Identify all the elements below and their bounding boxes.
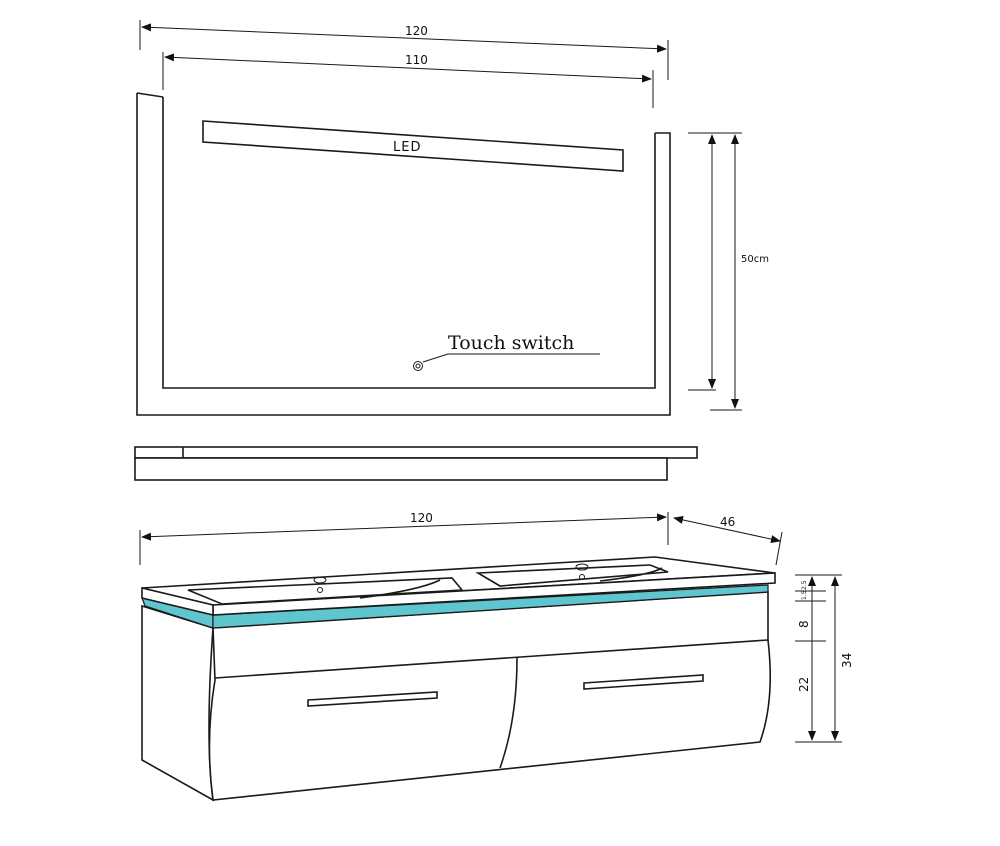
- mirror-dimension-height: 50cm: [688, 132, 769, 411]
- vanity-cabinet: [141, 556, 776, 802]
- basin-right: [475, 564, 669, 587]
- vanity-dimension-depth: 46: [673, 515, 783, 566]
- mirror-dimension-110: 110: [162, 52, 654, 108]
- mirror-front-view: LED Touch switch: [136, 92, 671, 416]
- faucet-hole-left: [313, 576, 327, 584]
- vanity-depth-label: 46: [720, 515, 735, 529]
- touch-switch-label: Touch switch: [448, 332, 574, 354]
- height-top-a-label: 2.5: [801, 580, 808, 590]
- vanity-dimension-heights: 2.5 1.5 8 22 34: [795, 574, 854, 743]
- drawer-handle-left: [307, 691, 438, 707]
- height-panel-label: 8: [797, 620, 811, 628]
- mirror-width-inner-label: 110: [405, 53, 428, 67]
- height-total-label: 34: [840, 653, 854, 668]
- mirror-top-view: [134, 446, 698, 481]
- basin-left: [187, 577, 464, 605]
- drawer-handle-right: [583, 674, 704, 690]
- height-drawer-label: 22: [797, 677, 811, 692]
- led-label: LED: [393, 140, 421, 155]
- touch-switch-icon: [413, 361, 423, 371]
- vanity-width-label: 120: [410, 511, 433, 525]
- led-strip-front: [212, 584, 769, 629]
- height-top-b-label: 1.5: [801, 590, 808, 600]
- mirror-width-outer-label: 120: [405, 24, 428, 38]
- mirror-dimension-120: 120: [139, 20, 669, 80]
- led-bar: [202, 120, 624, 172]
- faucet-hole-right: [575, 563, 589, 571]
- vanity-dimension-width: 120: [139, 511, 669, 565]
- mirror-height-label: 50cm: [741, 254, 769, 265]
